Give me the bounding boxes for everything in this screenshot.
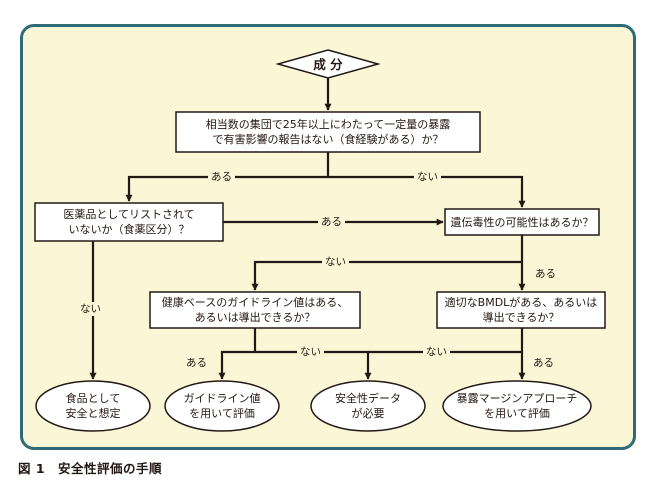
edge-q4-yes (218, 350, 255, 380)
edge-label-q2-no: ない (77, 302, 104, 316)
edge-q1-no (328, 175, 526, 208)
r4-ellipse (442, 380, 592, 432)
edge-label-q5-yes: ある (533, 357, 554, 369)
q3-box (444, 208, 600, 236)
q5-box (436, 291, 606, 329)
figure-caption: 図 1 安全性評価の手順 (18, 461, 163, 476)
r1-ellipse (35, 380, 151, 432)
edge-label-q4-no: ない (297, 345, 324, 359)
edge-label-q4-yes: ある (186, 357, 207, 369)
edge-q1-yes (125, 175, 328, 202)
edge-label-q5-no: ない (423, 345, 450, 359)
edge-label-q2-yes: ある (318, 215, 345, 229)
edge-label-q1-yes: ある (208, 170, 235, 184)
r2-ellipse (164, 380, 280, 432)
edge-q3-no (251, 260, 522, 291)
edge-label-q3-no: ない (322, 255, 349, 269)
q2-box (34, 202, 224, 242)
edge-label-q1-no: ない (414, 170, 441, 184)
start-node (275, 49, 381, 79)
q4-box (149, 291, 361, 329)
edge-label-q3-yes: ある (535, 268, 556, 280)
r3-ellipse (310, 380, 426, 432)
q1-box (175, 111, 481, 153)
